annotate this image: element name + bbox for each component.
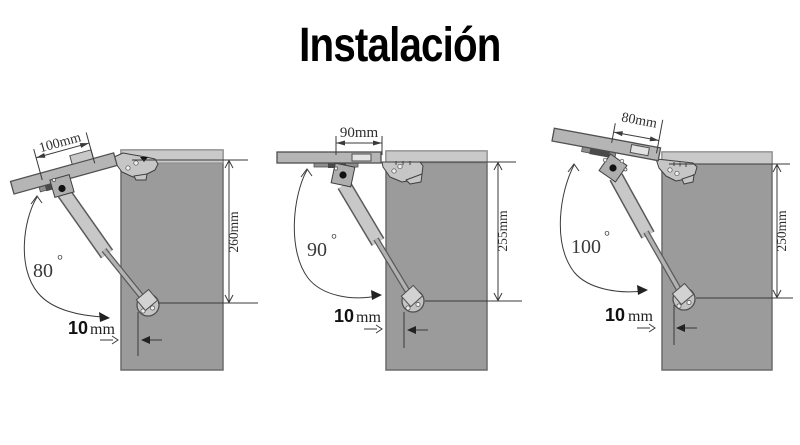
dimension-arrow-open (224, 159, 234, 169)
arc-end-arrow (371, 290, 382, 300)
offset-arrow-left (141, 336, 150, 344)
cabinet-body (661, 151, 773, 371)
offset-unit: mm (356, 309, 381, 326)
edge-offset: 10 mm (68, 312, 162, 356)
diagram-panel-80deg: 100mm 260mm (9, 130, 258, 371)
hinge-bracket (381, 161, 424, 185)
diagram-panel-90deg: 90mm 255mm (276, 125, 522, 371)
offset-value: 10 (68, 318, 88, 338)
dimension-arrow-open (493, 292, 503, 302)
angle-degree: ° (57, 253, 63, 269)
dimension-arrow-open (224, 294, 234, 304)
lid-group: 100mm (9, 130, 118, 195)
depth-dimension: 255mm (392, 161, 522, 302)
offset-arrow-right (375, 324, 383, 334)
opening-angle: 100 ° (559, 163, 648, 295)
pivot-bracket (49, 173, 75, 199)
offset-value: 10 (334, 306, 354, 326)
offset-arrow-right (648, 323, 656, 333)
cabinet (661, 151, 773, 371)
depth-dimension: 260mm (132, 159, 258, 304)
angle-arc (559, 164, 644, 293)
opening-angle: 90 ° (293, 168, 382, 300)
pivot-bracket (598, 153, 628, 183)
angle-arc (293, 169, 378, 299)
pivot-pin (339, 171, 347, 179)
pivot-pin (609, 164, 617, 172)
angle-arc (23, 196, 106, 318)
depth-label: 260mm (226, 211, 241, 253)
offset-arrow-right (111, 335, 119, 345)
angle-label: 80 (33, 260, 53, 282)
gas-strut (337, 181, 414, 299)
cabinet (385, 150, 488, 371)
dimension-arrow (373, 140, 382, 146)
lid-width-dimension: 80mm (611, 110, 664, 154)
angle-degree: ° (604, 229, 610, 245)
opening-angle: 80 ° (23, 195, 110, 322)
angle-label: 100 (571, 236, 601, 258)
edge-offset: 10 mm (334, 306, 428, 348)
offset-arrow-left (407, 326, 416, 334)
offset-arrow-left (676, 324, 685, 332)
depth-dimension: 250mm (669, 163, 793, 299)
strut-clamp (589, 148, 611, 158)
lid-group: 90mm (276, 125, 383, 168)
lid-width-label: 90mm (340, 125, 379, 141)
cabinet-top-strip (385, 150, 488, 164)
hinge-bracket (113, 152, 159, 181)
dimension-arrow (649, 136, 659, 142)
gas-strut (609, 173, 685, 297)
lid (276, 151, 382, 164)
arc-start-arrow (567, 163, 580, 173)
cabinet (120, 149, 224, 371)
cabinet-body (120, 149, 224, 371)
offset-unit: mm (628, 308, 653, 325)
lid-mount-plate (629, 143, 650, 157)
ball-mount (400, 284, 425, 313)
cabinet-body (385, 150, 488, 371)
pivot-bracket (330, 162, 356, 188)
dimension-arrow (336, 140, 345, 146)
lid-width-label: 80mm (620, 110, 658, 131)
arc-start-arrow (300, 168, 313, 178)
dimension-arrow-open (493, 161, 503, 171)
dimension-arrow (613, 131, 623, 137)
angle-degree: ° (331, 232, 337, 248)
ball-mount (135, 288, 160, 317)
dimension-arrow (79, 143, 90, 148)
arc-start-arrow (30, 195, 43, 205)
lid-width-dimension: 90mm (335, 125, 383, 155)
gas-strut (57, 188, 149, 304)
pivot-pin (58, 184, 66, 193)
offset-unit: mm (90, 321, 115, 338)
angle-label: 90 (307, 239, 327, 261)
ball-mount (671, 282, 696, 311)
dimension-arrow-open (772, 163, 782, 173)
arc-end-arrow (99, 312, 110, 322)
page-title: Instalación (299, 19, 501, 72)
lid-mount-plate (351, 153, 372, 162)
arc-end-arrow (637, 285, 648, 295)
diagram-panel-100deg: 80mm 250mm (551, 110, 793, 371)
depth-label: 250mm (774, 210, 789, 252)
dimension-arrow-open (772, 289, 782, 299)
depth-label: 255mm (495, 210, 510, 252)
lid-width-label: 100mm (38, 130, 83, 156)
edge-offset: 10 mm (605, 305, 697, 345)
offset-value: 10 (605, 305, 625, 325)
dimension-arrow (36, 152, 46, 158)
lid-group: 80mm (551, 110, 664, 162)
